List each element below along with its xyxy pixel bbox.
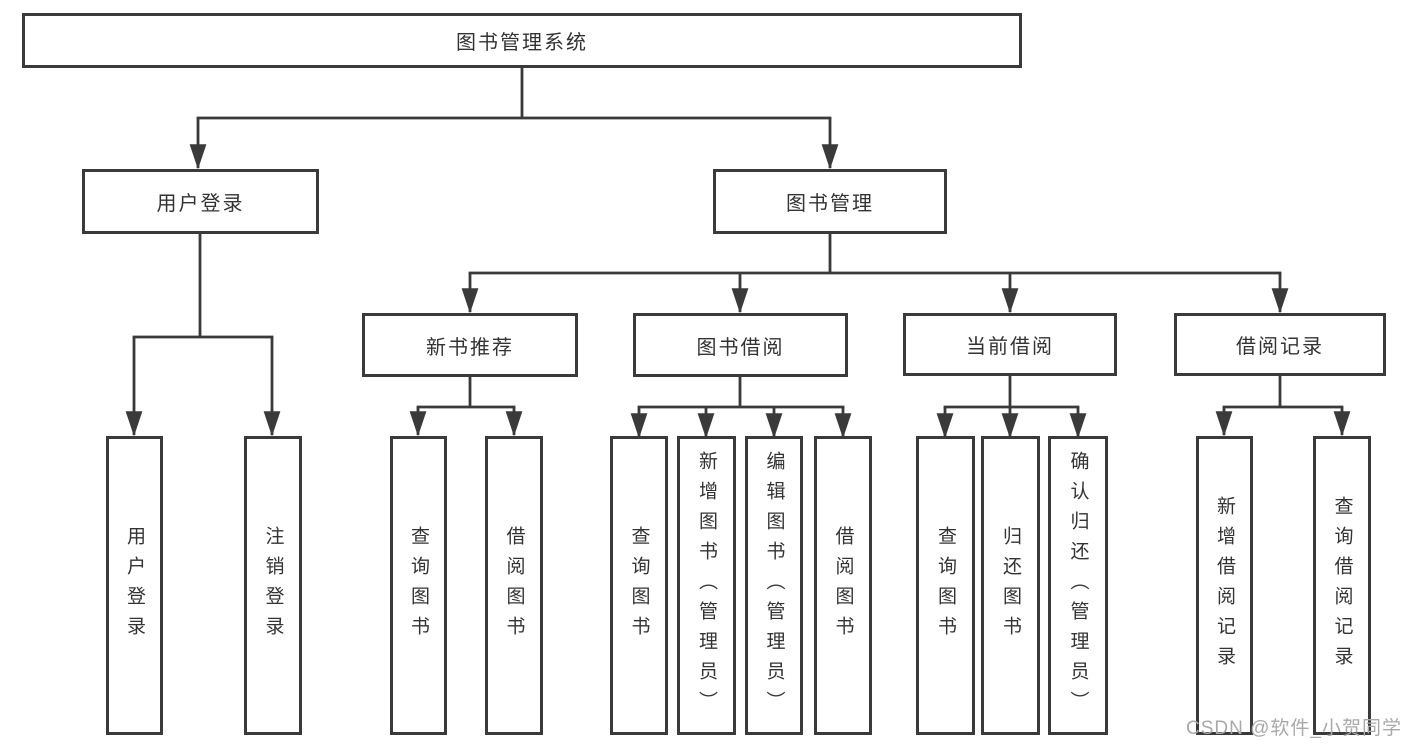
leaf-add-book-admin-label: 新增图书（管理员） bbox=[696, 450, 717, 721]
leaf-edit-book-admin-label: 编辑图书（管理员） bbox=[763, 450, 785, 721]
leaf-confirm-return-admin-label: 确认归还（管理员） bbox=[1067, 450, 1089, 721]
node-borrow-record: 借阅记录 bbox=[1174, 313, 1386, 376]
leaf-borrow-books-recommend: 借阅图书 bbox=[485, 436, 543, 735]
leaf-query-borrow-record: 查询借阅记录 bbox=[1313, 436, 1371, 735]
leaf-query-books-borrow-label: 查询图书 bbox=[628, 525, 650, 646]
leaf-borrow-books-label: 借阅图书 bbox=[832, 525, 854, 646]
node-new-book-recommend: 新书推荐 bbox=[362, 313, 578, 377]
leaf-edit-book-admin: 编辑图书（管理员） bbox=[745, 436, 803, 735]
leaf-query-books-current: 查询图书 bbox=[916, 436, 975, 735]
leaf-query-books-current-label: 查询图书 bbox=[935, 525, 956, 646]
leaf-add-borrow-record-label: 新增借阅记录 bbox=[1214, 495, 1235, 676]
leaf-logout: 注销登录 bbox=[244, 436, 302, 735]
connector-skeleton bbox=[132, 66, 1344, 409]
csdn-watermark: CSDN @软件_小贺同学 bbox=[1186, 718, 1402, 739]
leaf-query-books-recommend: 查询图书 bbox=[390, 436, 447, 735]
leaf-user-login: 用户登录 bbox=[106, 436, 163, 735]
node-book-borrow: 图书借阅 bbox=[633, 313, 848, 377]
leaf-query-books-recommend-label: 查询图书 bbox=[408, 525, 429, 646]
leaf-add-borrow-record: 新增借阅记录 bbox=[1196, 436, 1253, 735]
leaf-query-books-borrow: 查询图书 bbox=[610, 436, 668, 735]
leaf-add-book-admin: 新增图书（管理员） bbox=[677, 436, 736, 735]
leaf-logout-label: 注销登录 bbox=[262, 525, 284, 646]
node-current-borrow: 当前借阅 bbox=[903, 313, 1117, 376]
node-book-management: 图书管理 bbox=[713, 169, 947, 234]
leaf-return-book: 归还图书 bbox=[981, 436, 1040, 735]
leaf-borrow-books: 借阅图书 bbox=[814, 436, 872, 735]
node-user-login: 用户登录 bbox=[82, 169, 319, 234]
leaf-return-book-label: 归还图书 bbox=[1000, 525, 1021, 646]
node-root: 图书管理系统 bbox=[22, 13, 1022, 68]
leaf-confirm-return-admin: 确认归还（管理员） bbox=[1048, 436, 1108, 735]
leaf-user-login-label: 用户登录 bbox=[124, 525, 145, 646]
leaf-borrow-books-recommend-label: 借阅图书 bbox=[503, 525, 525, 646]
arrowheads bbox=[125, 118, 1351, 439]
leaf-query-borrow-record-label: 查询借阅记录 bbox=[1331, 495, 1353, 676]
